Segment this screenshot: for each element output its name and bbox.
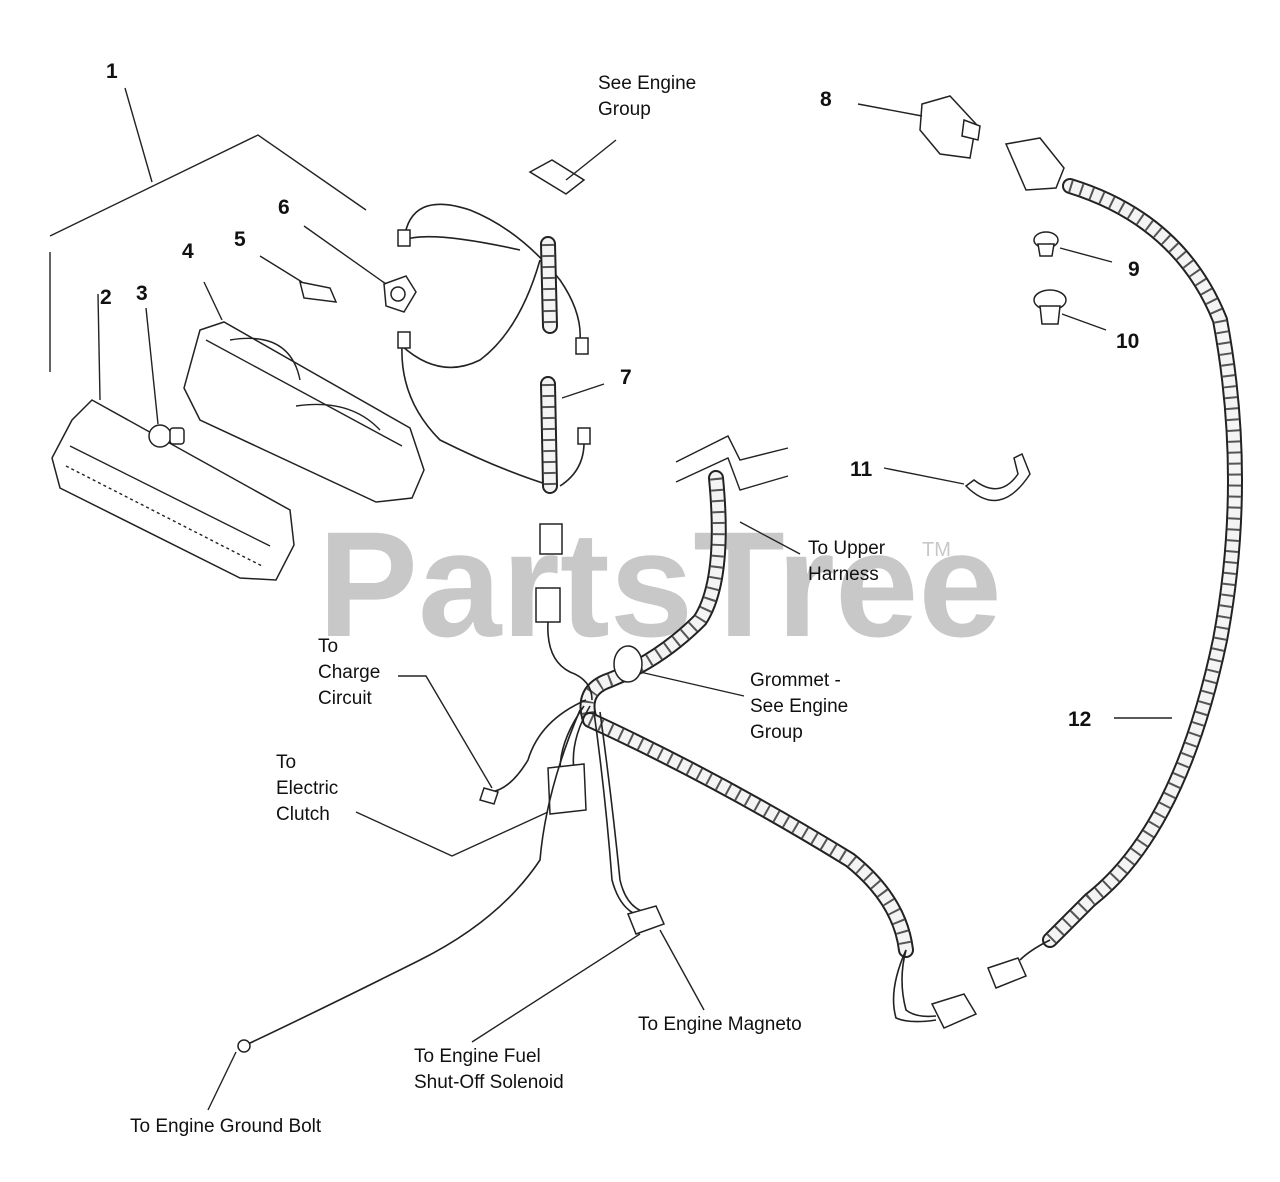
harness-break [675, 435, 789, 491]
callout-4: 4 [182, 240, 194, 263]
callout-7: 7 [620, 366, 632, 389]
note-charge-l2: Charge [318, 662, 380, 683]
callout-12: 12 [1068, 708, 1091, 731]
bulb [145, 307, 185, 448]
cable-clip [528, 139, 617, 195]
note-charge-l1: To [318, 636, 338, 657]
battery-connector [1004, 137, 1065, 191]
callout-5: 5 [234, 228, 246, 251]
grommet-small [1033, 231, 1113, 263]
harness-clamp [883, 452, 1031, 502]
leader-lines [207, 521, 801, 1111]
note-clutch-l3: Clutch [276, 804, 330, 825]
note-grommet-l1: Grommet - [750, 670, 841, 691]
trademark-symbol: TM [922, 539, 951, 561]
callout-8: 8 [820, 88, 832, 111]
starter-solenoid [857, 95, 981, 159]
callout-9: 9 [1128, 258, 1140, 281]
switch [303, 225, 417, 313]
watermark: PartsTree [318, 500, 1002, 668]
main-harness [237, 470, 978, 1053]
grommet-large [1033, 289, 1107, 331]
note-see-engine-group-l2: Group [598, 99, 651, 120]
mount-clip [259, 255, 338, 303]
note-ground-bolt: To Engine Ground Bolt [130, 1116, 322, 1137]
note-charge-l3: Circuit [318, 688, 373, 709]
battery-cable [987, 178, 1243, 989]
note-see-engine-group-l1: See Engine [598, 73, 696, 94]
callout-1: 1 [106, 60, 118, 83]
callout-11: 11 [850, 458, 873, 481]
note-fuel-solenoid-l2: Shut-Off Solenoid [414, 1072, 564, 1093]
note-grommet-l3: Group [750, 722, 803, 743]
headlight-housing [183, 281, 425, 503]
note-clutch-l1: To [276, 752, 296, 773]
note-clutch-l2: Electric [276, 778, 338, 799]
note-fuel-solenoid-l1: To Engine Fuel [414, 1046, 541, 1067]
note-magneto: To Engine Magneto [638, 1014, 802, 1035]
headlight-harness [397, 203, 605, 623]
callout-2: 2 [100, 286, 112, 309]
headlight-lens [51, 293, 295, 581]
callout-10: 10 [1116, 330, 1139, 353]
callout-6: 6 [278, 196, 290, 219]
note-upper-harness-l1: To Upper [808, 538, 886, 559]
callout-3: 3 [136, 282, 148, 305]
note-grommet-l2: See Engine [750, 696, 848, 717]
assembly-bracket-1 [49, 87, 367, 372]
note-upper-harness-l2: Harness [808, 564, 879, 585]
